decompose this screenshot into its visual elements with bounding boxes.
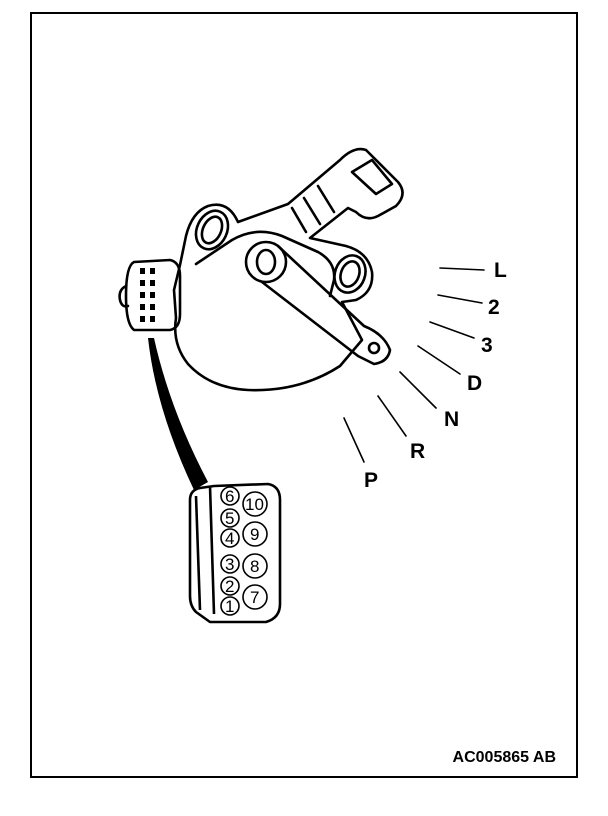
pin-label-3: 3 xyxy=(225,555,234,574)
position-label-r: R xyxy=(410,440,425,463)
mounting-hole-right xyxy=(339,260,361,288)
connector-detail-pins xyxy=(220,486,268,616)
mounting-hole-right-rim xyxy=(333,254,367,294)
diagram-frame xyxy=(30,12,578,778)
connector-detail-housing xyxy=(188,482,282,624)
pin-label-2: 2 xyxy=(225,577,234,596)
drawing-code: AC005865 AB xyxy=(453,749,556,766)
switch-arm-edge xyxy=(290,184,336,234)
lever-end-hole xyxy=(367,341,381,355)
pin-label-7: 7 xyxy=(250,588,259,607)
position-label-d: D xyxy=(467,372,482,395)
position-label-3: 3 xyxy=(481,334,493,357)
position-label-p: P xyxy=(364,469,378,492)
position-label-2: 2 xyxy=(488,296,500,319)
body-connector-terminals xyxy=(140,268,155,322)
pivot-hole xyxy=(255,248,277,276)
pin-label-9: 9 xyxy=(250,525,259,544)
connector-leader xyxy=(148,338,208,490)
top-slot xyxy=(350,158,394,196)
manual-lever xyxy=(260,244,392,366)
pin-label-8: 8 xyxy=(250,557,259,576)
position-leaders xyxy=(343,267,485,463)
mounting-hole-left-rim xyxy=(194,209,230,251)
pin-label-6: 6 xyxy=(225,487,234,506)
body-connector-housing xyxy=(124,258,182,332)
pivot-boss xyxy=(244,240,288,284)
body-connector-latch xyxy=(118,284,130,308)
position-label-l: L xyxy=(494,259,507,282)
pin-label-4: 4 xyxy=(225,529,234,548)
pin-label-5: 5 xyxy=(225,509,234,528)
switch-body-outline xyxy=(172,147,404,392)
connector-detail xyxy=(188,482,282,624)
pin-label-1: 1 xyxy=(225,597,234,616)
connector-detail-side xyxy=(194,485,216,615)
pin-label-10: 10 xyxy=(245,495,264,514)
position-label-n: N xyxy=(444,408,459,431)
mounting-hole-left xyxy=(200,215,224,245)
